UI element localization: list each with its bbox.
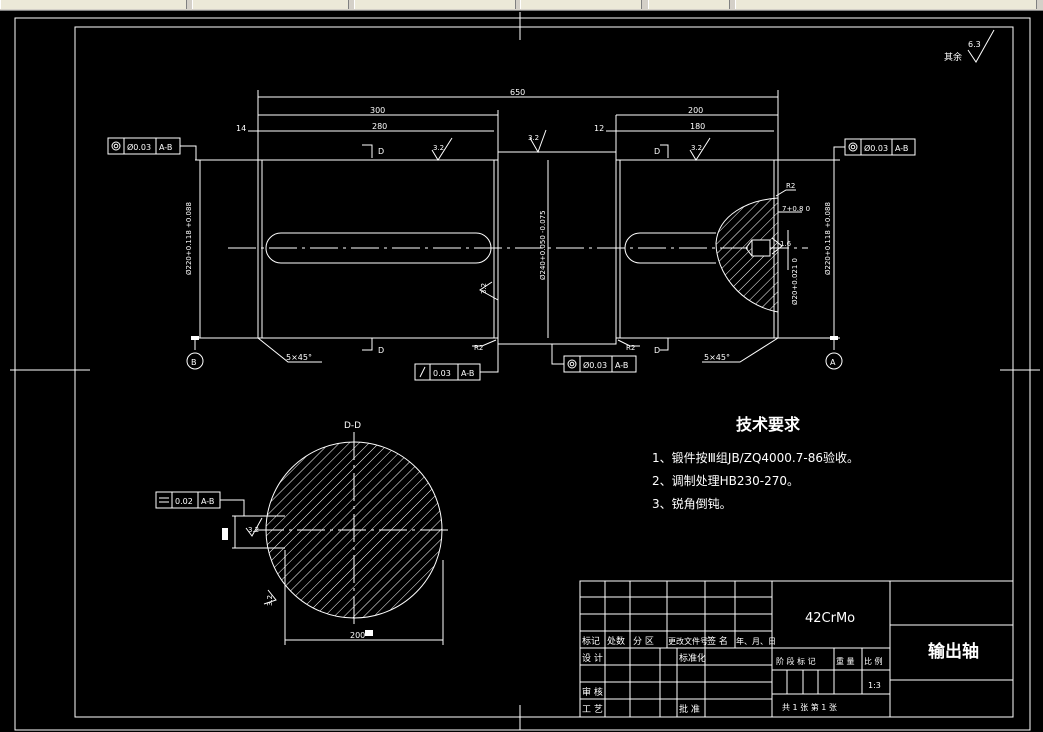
roughness-symbol-general: 其余 6.3 bbox=[944, 29, 995, 63]
svg-text:A-B: A-B bbox=[201, 497, 214, 506]
svg-text:Ø0.03: Ø0.03 bbox=[583, 360, 607, 370]
svg-text:Ø0.03: Ø0.03 bbox=[127, 142, 151, 152]
shaft-main-view bbox=[228, 151, 808, 345]
toolbar-segment[interactable] bbox=[354, 0, 516, 9]
toolbar-segment[interactable] bbox=[735, 0, 1037, 9]
tolerance-frame-right: Ø0.03 A-B bbox=[833, 138, 916, 160]
shaft-left-section bbox=[257, 159, 499, 339]
svg-text:A-B: A-B bbox=[895, 144, 908, 153]
datum-b: B bbox=[186, 336, 204, 370]
svg-text:A: A bbox=[830, 358, 836, 367]
tech-req-item: 1、锻件按Ⅲ组JB/ZQ4000.7-86验收。 bbox=[652, 450, 859, 465]
center-hole bbox=[751, 239, 771, 257]
scale-value: 1:3 bbox=[868, 681, 881, 690]
svg-text:0.03: 0.03 bbox=[433, 369, 451, 378]
toolbar-segment[interactable] bbox=[192, 0, 349, 9]
svg-text:1.6: 1.6 bbox=[780, 240, 792, 248]
tolerance-frame-runout: 0.03 A-B bbox=[414, 344, 499, 381]
section-title: D-D bbox=[344, 421, 361, 431]
outer-frame bbox=[14, 17, 1031, 731]
tolerance-frame-middle: Ø0.03 A-B bbox=[551, 344, 637, 373]
title-block: 42CrMo 输出轴 标记 处数 分 区 更改文件号 签 名 年、月、日 设 计… bbox=[579, 580, 1014, 718]
svg-text:B: B bbox=[191, 358, 197, 367]
svg-text:标准化: 标准化 bbox=[679, 652, 706, 664]
technical-requirements: 技术要求 1、锻件按Ⅲ组JB/ZQ4000.7-86验收。 2、调制处理HB23… bbox=[652, 415, 859, 511]
svg-text:A-B: A-B bbox=[615, 361, 628, 370]
toolbar-segment[interactable] bbox=[648, 0, 730, 9]
svg-text:签 名: 签 名 bbox=[707, 635, 728, 647]
roughness-other-label: 其余 bbox=[944, 51, 962, 63]
horizontal-dimensions: 650 300 280 14 200 180 12 bbox=[236, 88, 779, 160]
svg-text:300: 300 bbox=[370, 106, 385, 115]
svg-text:Ø20+0.021 0: Ø20+0.021 0 bbox=[791, 258, 799, 305]
tech-req-item: 3、锐角倒钝。 bbox=[652, 497, 732, 511]
svg-text:D: D bbox=[654, 147, 660, 156]
svg-text:A-B: A-B bbox=[461, 369, 474, 378]
keyway-left bbox=[265, 232, 492, 264]
svg-text:R2: R2 bbox=[786, 182, 795, 190]
svg-text:标记: 标记 bbox=[582, 635, 600, 647]
svg-text:3.2: 3.2 bbox=[528, 134, 539, 142]
svg-text:Ø240+0.050 -0.075: Ø240+0.050 -0.075 bbox=[539, 210, 547, 280]
svg-text:比 例: 比 例 bbox=[864, 656, 883, 666]
svg-text:280: 280 bbox=[372, 122, 387, 131]
svg-text:650: 650 bbox=[510, 88, 525, 97]
svg-text:D: D bbox=[378, 147, 384, 156]
svg-text:分 区: 分 区 bbox=[633, 636, 654, 647]
svg-text:Ø220+0.118 +0.088: Ø220+0.118 +0.088 bbox=[185, 202, 193, 275]
fillet-labels: R2 R2 R2 bbox=[472, 182, 796, 352]
svg-text:3.2: 3.2 bbox=[433, 144, 444, 152]
svg-text:180: 180 bbox=[690, 122, 705, 131]
toolbar-segment[interactable] bbox=[0, 0, 187, 9]
svg-text:Ø220+0.118 +0.088: Ø220+0.118 +0.088 bbox=[824, 202, 832, 275]
svg-text:200: 200 bbox=[350, 631, 365, 640]
svg-text:共 1 张 第 1 张: 共 1 张 第 1 张 bbox=[782, 702, 837, 712]
datum-a: A bbox=[825, 336, 843, 370]
roughness-symbols: 3.2 3.2 3.2 3.2 1.6 bbox=[431, 129, 792, 301]
material-text: 42CrMo bbox=[805, 611, 855, 626]
toolbar-strip bbox=[0, 0, 1043, 11]
svg-text:更改文件号: 更改文件号 bbox=[668, 636, 708, 646]
svg-text:3.2: 3.2 bbox=[480, 283, 488, 294]
svg-text:R2: R2 bbox=[626, 344, 635, 352]
svg-text:A-B: A-B bbox=[159, 143, 172, 152]
part-name: 输出轴 bbox=[928, 641, 979, 662]
svg-text:工 艺: 工 艺 bbox=[582, 704, 603, 715]
svg-text:批 准: 批 准 bbox=[679, 703, 700, 715]
tech-req-item: 2、调制处理HB230-270。 bbox=[652, 474, 799, 488]
tolerance-frame-left: Ø0.03 A-B bbox=[107, 137, 197, 160]
svg-text:D: D bbox=[654, 346, 660, 355]
drawing-canvas[interactable]: 其余 6.3 650 300 bbox=[0, 10, 1043, 732]
svg-text:设 计: 设 计 bbox=[582, 652, 603, 664]
tech-req-title: 技术要求 bbox=[736, 415, 801, 434]
svg-text:3.2: 3.2 bbox=[691, 144, 702, 152]
chamfer-leaders: 5×45° 5×45° bbox=[257, 337, 779, 363]
svg-text:5×45°: 5×45° bbox=[286, 353, 312, 362]
svg-text:Ø0.03: Ø0.03 bbox=[864, 143, 888, 153]
svg-text:0.02: 0.02 bbox=[175, 497, 193, 506]
svg-text:处数: 处数 bbox=[607, 635, 625, 647]
svg-text:14: 14 bbox=[236, 124, 246, 133]
keyway-right bbox=[624, 232, 716, 264]
inner-frame bbox=[74, 26, 1014, 718]
svg-text:12: 12 bbox=[594, 124, 604, 133]
svg-text:审 核: 审 核 bbox=[582, 686, 603, 698]
svg-text:3.2: 3.2 bbox=[248, 526, 259, 534]
svg-text:200: 200 bbox=[688, 106, 703, 115]
svg-text:5×45°: 5×45° bbox=[704, 353, 730, 362]
svg-text:R2: R2 bbox=[474, 344, 483, 352]
section-view-dd: D-D 200 0.02 A-B 3.2 3.2 bbox=[155, 421, 452, 645]
svg-text:年、月、日: 年、月、日 bbox=[736, 636, 776, 646]
section-markers: D D D D bbox=[362, 144, 669, 355]
svg-text:重 量: 重 量 bbox=[836, 656, 855, 666]
svg-text:7+0.8 0: 7+0.8 0 bbox=[782, 205, 810, 213]
toolbar-segment[interactable] bbox=[520, 0, 642, 9]
svg-text:阶 段 标 记: 阶 段 标 记 bbox=[776, 656, 816, 666]
svg-text:3.2: 3.2 bbox=[266, 595, 274, 606]
svg-text:6.3: 6.3 bbox=[968, 40, 981, 49]
vertical-dimensions: Ø220+0.118 +0.088 Ø240+0.050 -0.075 Ø220… bbox=[185, 159, 840, 339]
svg-text:D: D bbox=[378, 346, 384, 355]
